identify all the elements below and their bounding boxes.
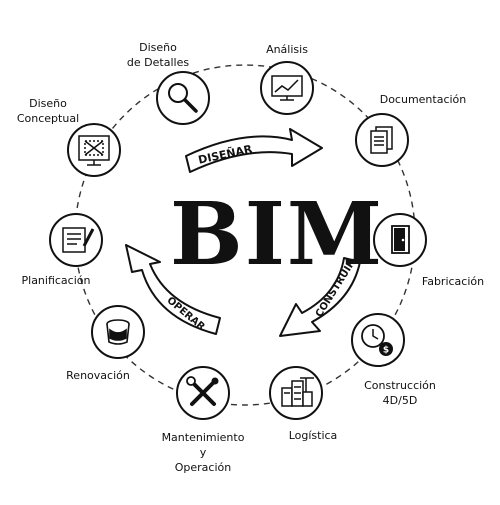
wrench-screwdriver-icon bbox=[186, 376, 219, 406]
document-stack-icon bbox=[370, 126, 393, 154]
stage-construccion: $ bbox=[351, 313, 405, 367]
label-documentacion: Documentación bbox=[379, 93, 467, 106]
clock-dollar-icon: $ bbox=[361, 324, 393, 356]
stage-mantenimiento bbox=[176, 366, 230, 420]
stage-planificacion bbox=[49, 213, 103, 267]
clipboard-pencil-icon bbox=[62, 227, 95, 253]
label-logistica: Logística bbox=[288, 429, 338, 442]
stage-logistica bbox=[269, 366, 323, 420]
buildings-icon bbox=[281, 377, 314, 407]
label-analisis: Análisis bbox=[266, 43, 308, 56]
label-diseno-detalles: Diseño de Detalles bbox=[126, 41, 190, 69]
bim-title: BIM bbox=[170, 184, 385, 285]
stage-renovacion bbox=[91, 305, 145, 359]
stage-diseno-detalles bbox=[156, 71, 210, 125]
label-construccion: Construcción 4D/5D bbox=[364, 379, 436, 407]
label-mantenimiento: Mantenimiento y Operación bbox=[161, 431, 245, 474]
stage-analisis bbox=[260, 61, 314, 115]
label-planificacion: Planificación bbox=[21, 274, 91, 287]
blueprint-monitor-icon bbox=[78, 135, 110, 166]
stage-diseno-conceptual bbox=[67, 123, 121, 177]
magnifier-icon bbox=[168, 83, 198, 113]
svg-text:$: $ bbox=[383, 346, 389, 356]
analytics-screen-icon bbox=[271, 75, 303, 101]
label-diseno-conceptual: Diseño Conceptual bbox=[16, 97, 80, 125]
paint-bucket-icon bbox=[106, 319, 130, 345]
door-icon bbox=[391, 225, 410, 254]
design-phase-arrow: DISEÑAR bbox=[185, 128, 323, 173]
stage-documentacion bbox=[355, 113, 409, 167]
label-renovacion: Renovación bbox=[66, 369, 130, 382]
label-fabricacion: Fabricación bbox=[421, 275, 485, 288]
stage-fabricacion bbox=[373, 213, 427, 267]
